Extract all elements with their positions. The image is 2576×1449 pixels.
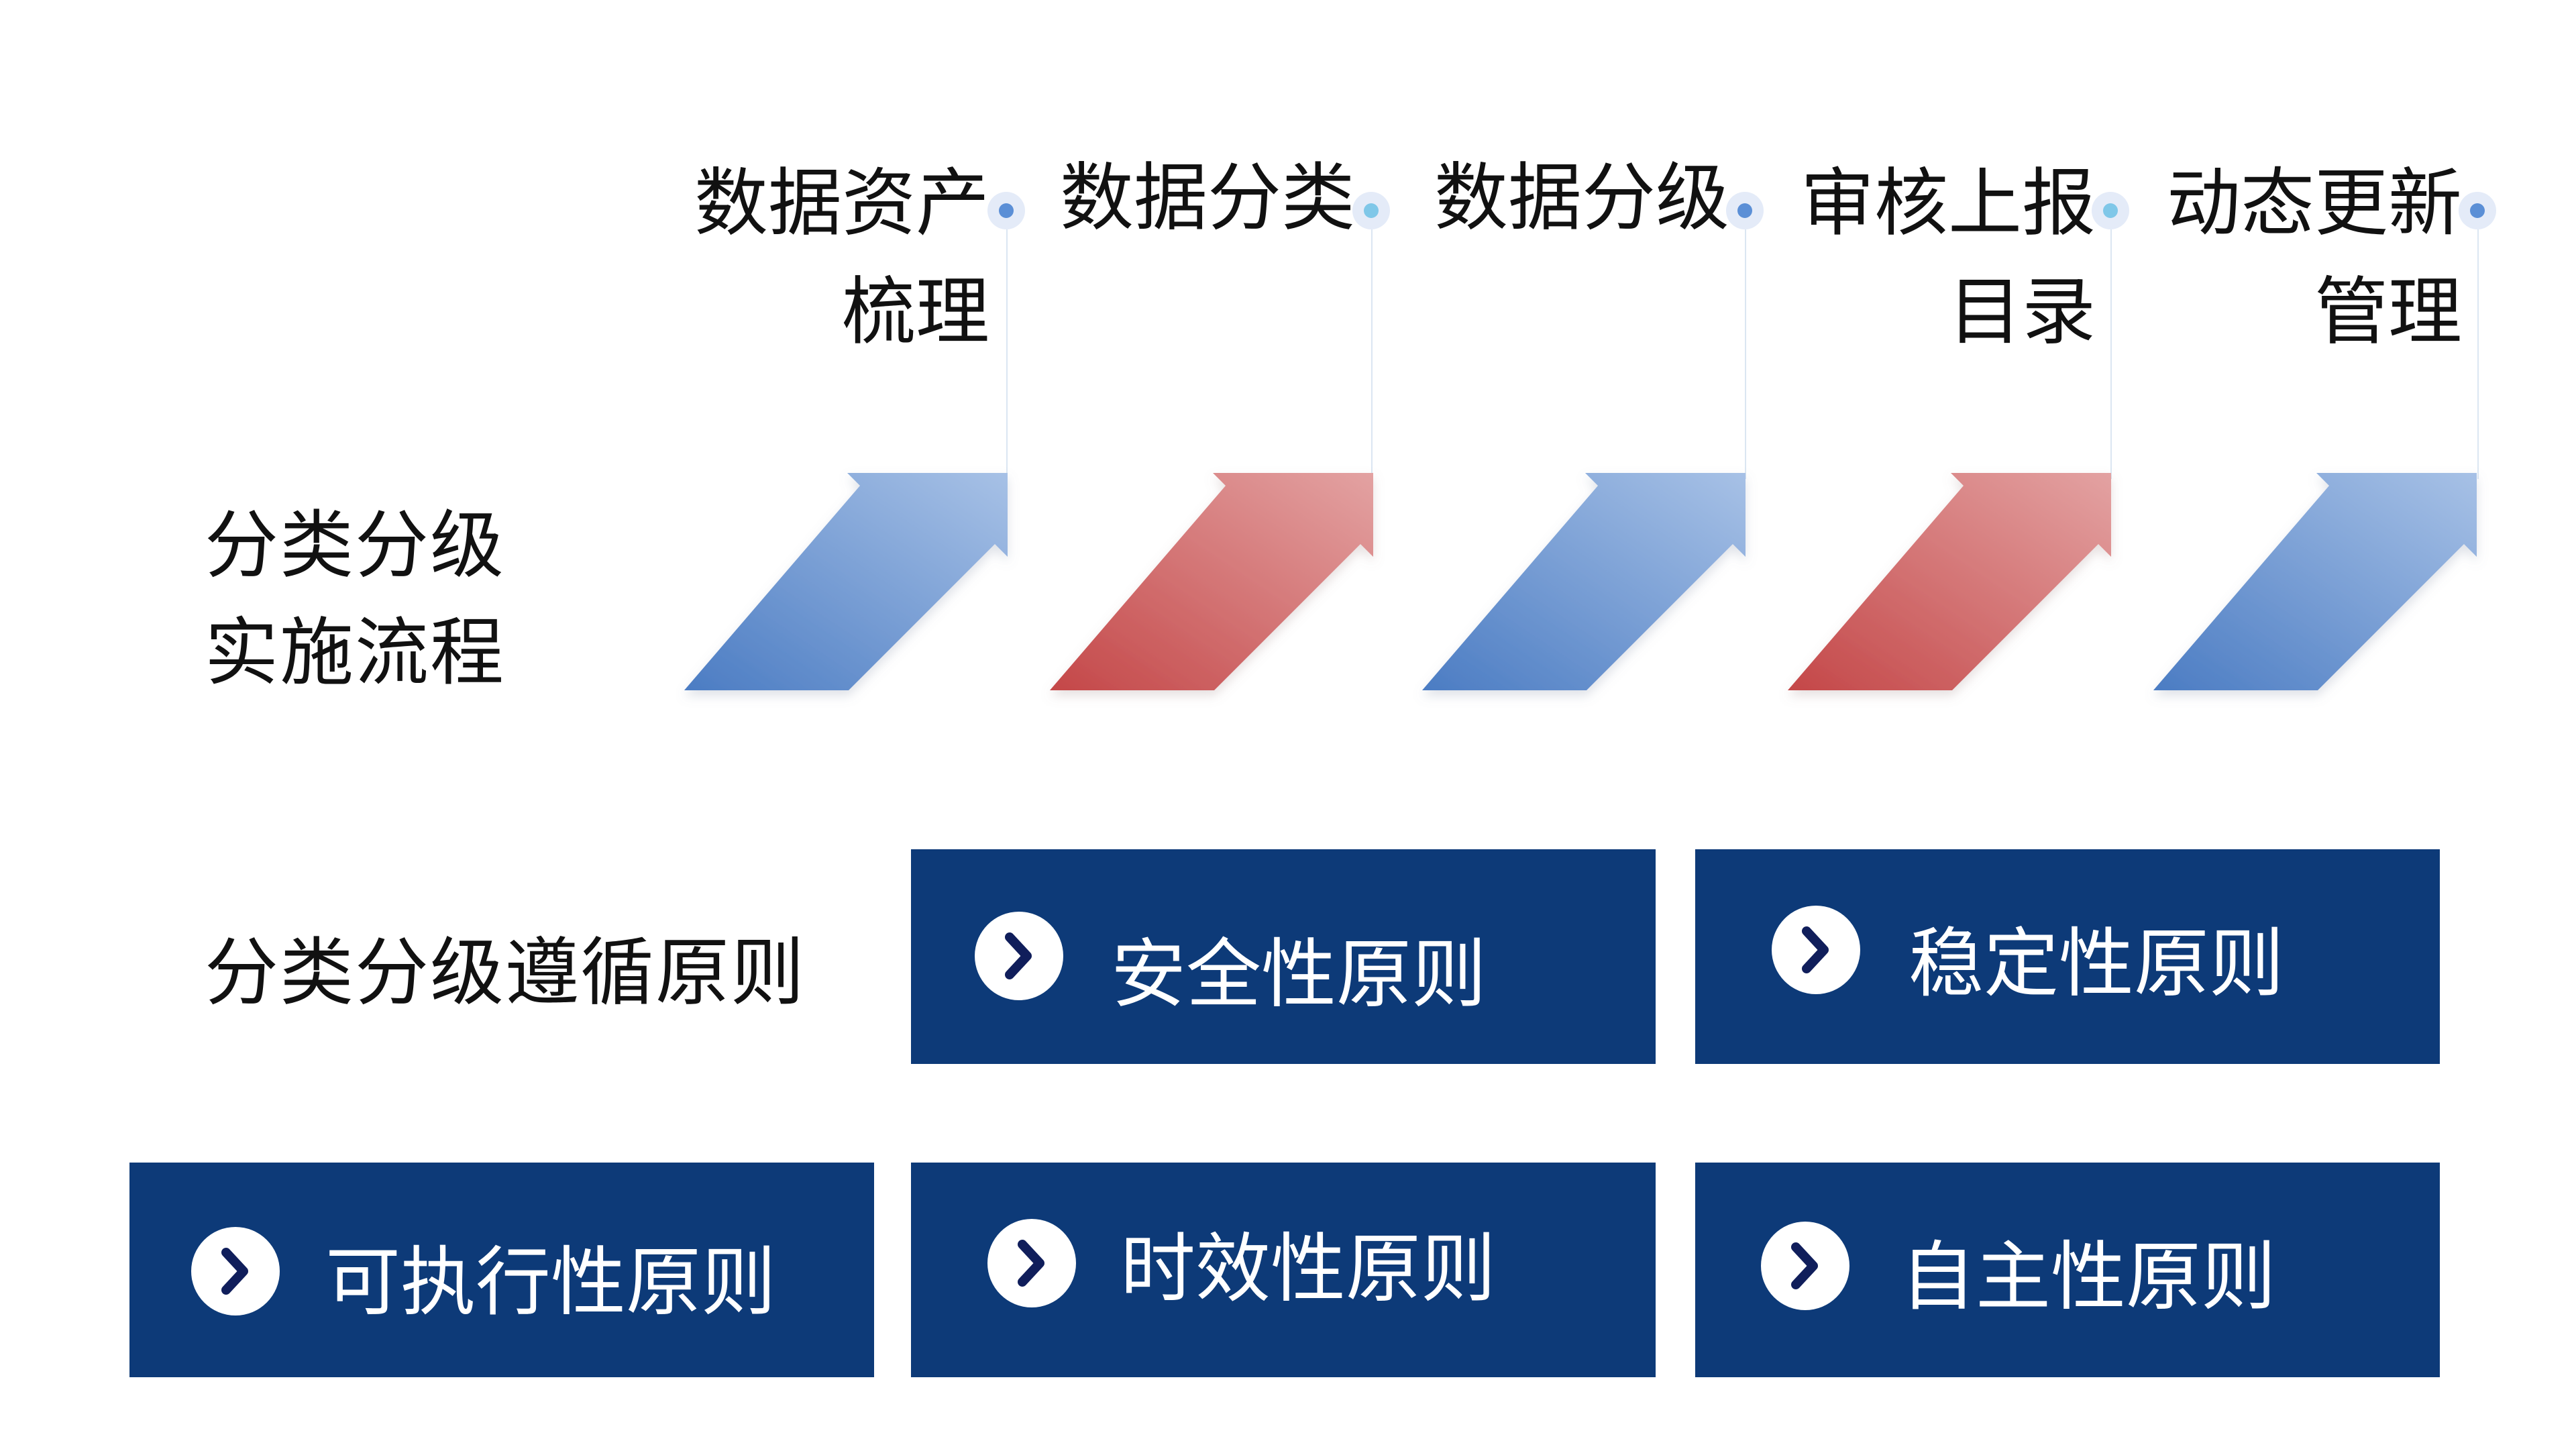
principle-card-autonomy: 自主性原则 [1695, 1163, 2440, 1377]
step-connector-5 [2477, 229, 2479, 479]
step-connector-4 [2110, 229, 2112, 479]
step-connector-2 [1371, 229, 1373, 479]
step-dot-3 [1726, 192, 1764, 229]
principle-label-security: 安全性原则 [1111, 931, 1487, 1018]
chevron-right-icon [1761, 1222, 1849, 1310]
step-title-4: 审核上报 目录 [1801, 160, 2096, 355]
step-connector-3 [1745, 229, 1746, 479]
step-title-2: 数据分类 [1060, 155, 1355, 241]
principle-card-stability: 稳定性原则 [1695, 849, 2440, 1064]
principle-label-stability: 稳定性原则 [1909, 920, 2284, 1008]
chevron-right-icon [975, 912, 1063, 1000]
step-dot-1 [987, 192, 1025, 229]
step-dot-4 [2092, 192, 2129, 229]
step-dot-2 [1352, 192, 1390, 229]
principle-card-timeliness: 时效性原则 [911, 1163, 1656, 1377]
principle-card-executable: 可执行性原则 [129, 1163, 874, 1377]
principle-label-autonomy: 自主性原则 [1900, 1234, 2276, 1321]
principle-label-timeliness: 时效性原则 [1120, 1226, 1496, 1313]
chevron-right-icon [1772, 906, 1860, 994]
principle-card-security: 安全性原则 [911, 849, 1656, 1064]
step-title-3: 数据分级 [1434, 155, 1729, 241]
step-title-5: 动态更新 管理 [2167, 160, 2462, 355]
principles-label: 分类分级遵循原则 [205, 930, 806, 1016]
step-arrow-1 [684, 473, 1008, 690]
chevron-right-icon [191, 1227, 280, 1316]
step-arrow-4 [1788, 473, 2111, 690]
principle-label-executable: 可执行性原则 [325, 1239, 776, 1326]
chevron-right-icon [987, 1219, 1076, 1307]
step-arrow-5 [2153, 473, 2477, 690]
step-connector-1 [1006, 229, 1008, 479]
step-title-1: 数据资产 梳理 [694, 160, 989, 355]
step-dot-5 [2459, 192, 2496, 229]
flow-label: 分类分级 实施流程 [205, 502, 505, 696]
step-arrow-2 [1050, 473, 1373, 690]
step-arrow-3 [1422, 473, 1746, 690]
